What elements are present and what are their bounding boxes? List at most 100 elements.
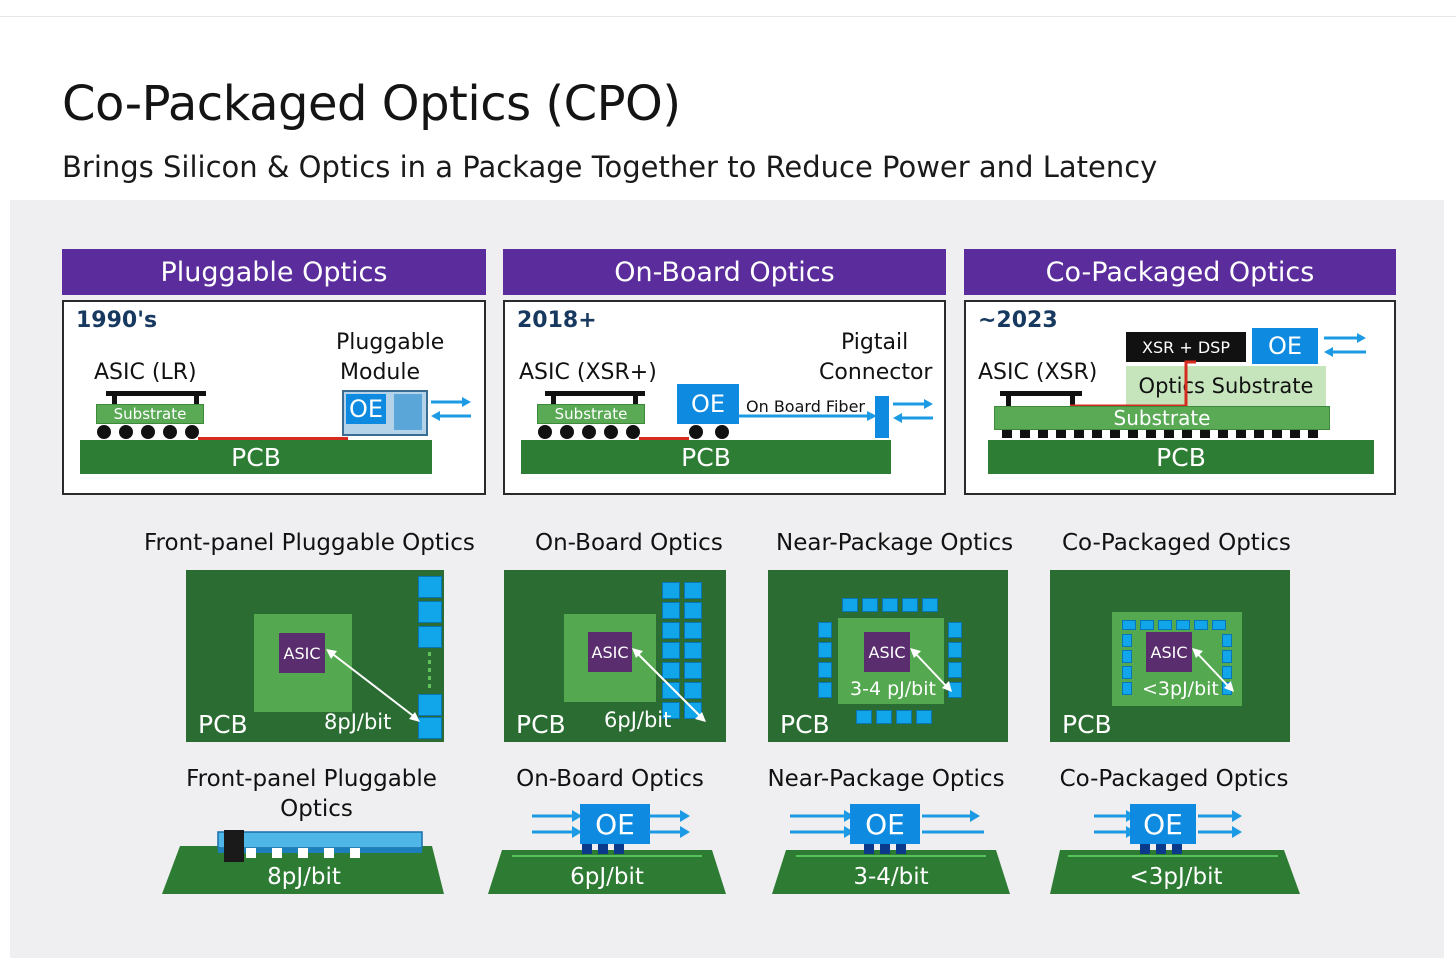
optical-module [418,576,442,598]
solder-ball [163,425,177,439]
asic-label: ASIC (LR) [94,360,197,385]
bottom-caption-near-package: Near-Package Optics [767,766,1005,792]
front-panel-board: ASIC PCB 8pJ/bit [186,570,444,742]
solder-ball [185,425,199,439]
on-board-board: ASIC PCB 6pJ/bit [504,570,726,742]
year-label: ~2023 [978,308,1058,333]
caption-co-packaged: Co-Packaged Optics [1062,530,1291,556]
on-board-3d-board [488,810,726,894]
near-package-board: ASIC 3-4 pJ/bit PCB [768,570,1008,742]
asic-label: ASIC (XSR) [978,360,1098,385]
optical-engine-cell [684,622,702,639]
substrate: Substrate [537,404,645,424]
optical-engine-cell [818,682,832,698]
energy-label: <3pJ/bit [1142,678,1219,700]
pcb-label: PCB [780,710,830,739]
fiber-arrow [739,411,877,421]
module-dots [428,652,431,692]
optical-engine-cell [842,598,858,612]
optical-engine-cell [856,710,872,724]
near-package-3d-board [772,810,1010,894]
asic-die [545,391,645,396]
optical-engine-cell [948,642,962,658]
front-panel-3d-board [162,830,444,894]
asic-leg [194,396,199,404]
bottom-energy-on-board: 6pJ/bit [570,864,644,890]
bottom-energy-co-packaged: <3pJ/bit [1129,864,1223,890]
optical-engine-cell [948,622,962,638]
optical-engine-cell [662,622,680,639]
asic-leg [1006,396,1011,406]
xsr-dsp-chip: XSR + DSP [1126,332,1246,362]
distance-arrow [1192,648,1234,692]
optical-engine-cell [1140,620,1154,630]
optical-engine-cell [1122,682,1132,695]
bottom-caption-front-panel-line2: Optics [280,796,353,822]
electrical-trace [198,437,348,440]
optical-engine-cell [662,582,680,599]
optical-engine-cell [1212,620,1226,630]
optical-engine-cell [1122,620,1136,630]
asic-chip: ASIC [1146,632,1192,672]
optical-engine-cell [948,662,962,678]
oe-block: OE [1130,804,1196,844]
optical-module [418,626,442,648]
asic-chip: ASIC [864,632,910,672]
solder-ball [626,425,640,439]
optical-arrows [893,399,933,423]
caption-near-package: Near-Package Optics [776,530,1014,556]
pcb-board: PCB [988,440,1374,474]
distance-arrow [632,648,706,722]
oe-block: OE [850,804,920,844]
optical-engine-cell [1158,620,1172,630]
header-co-packaged-optics: Co-Packaged Optics [964,249,1396,295]
caption-on-board: On-Board Optics [535,530,723,556]
asic-leg [112,396,117,404]
bottom-caption-on-board: On-Board Optics [516,766,704,792]
solder-ball [538,425,552,439]
optical-engine-cell [662,702,680,719]
substrate: Substrate [994,406,1330,430]
oe-block: OE [580,804,650,844]
optical-engine-cell [896,710,912,724]
solder-ball [97,425,111,439]
solder-ball [604,425,618,439]
pcb-board: PCB [80,440,432,474]
optical-module [418,694,442,716]
optical-module [418,717,442,739]
optical-engine-cell [1122,634,1132,647]
asic-chip: ASIC [279,633,325,673]
header-on-board-optics: On-Board Optics [503,249,946,295]
asic-leg [633,396,638,404]
distance-arrow [326,649,420,722]
header-pluggable-optics: Pluggable Optics [62,249,486,295]
distance-arrow [910,648,952,692]
optical-engine-cell [1194,620,1208,630]
optical-engine-cell [922,598,938,612]
optical-engine-cell [1222,650,1232,663]
top-divider [0,16,1456,17]
optical-engine-cell [818,622,832,638]
pcb-label: PCB [516,710,566,739]
asic-leg [1070,396,1075,406]
optical-engine-cell [1122,666,1132,679]
co-packaged-diagram: ~2023 ASIC (XSR) XSR + DSP OE Optics Sub… [964,300,1396,495]
asic-die [1000,391,1082,396]
electrical-trace [1070,360,1196,408]
co-packaged-board: ASIC <3pJ/bit PCB [1050,570,1290,742]
optics-substrate: Optics Substrate [1126,366,1326,406]
caption-front-panel: Front-panel Pluggable Optics [144,530,475,556]
connector-label-line2: Connector [819,360,933,385]
optical-engine-cell [818,662,832,678]
optical-engine-cell [818,642,832,658]
module-label-line2: Module [340,360,420,385]
on-board-fiber-label: On Board Fiber [746,397,865,416]
electrical-trace [639,437,689,440]
optical-engine-cell [1122,650,1132,663]
optical-engine-cell [662,602,680,619]
pcb-label: PCB [198,710,248,739]
module-label-line1: Pluggable [336,330,445,355]
page-title: Co-Packaged Optics (CPO) [62,76,681,132]
connector-label-line1: Pigtail [841,330,909,355]
pcb-board: PCB [521,440,891,474]
